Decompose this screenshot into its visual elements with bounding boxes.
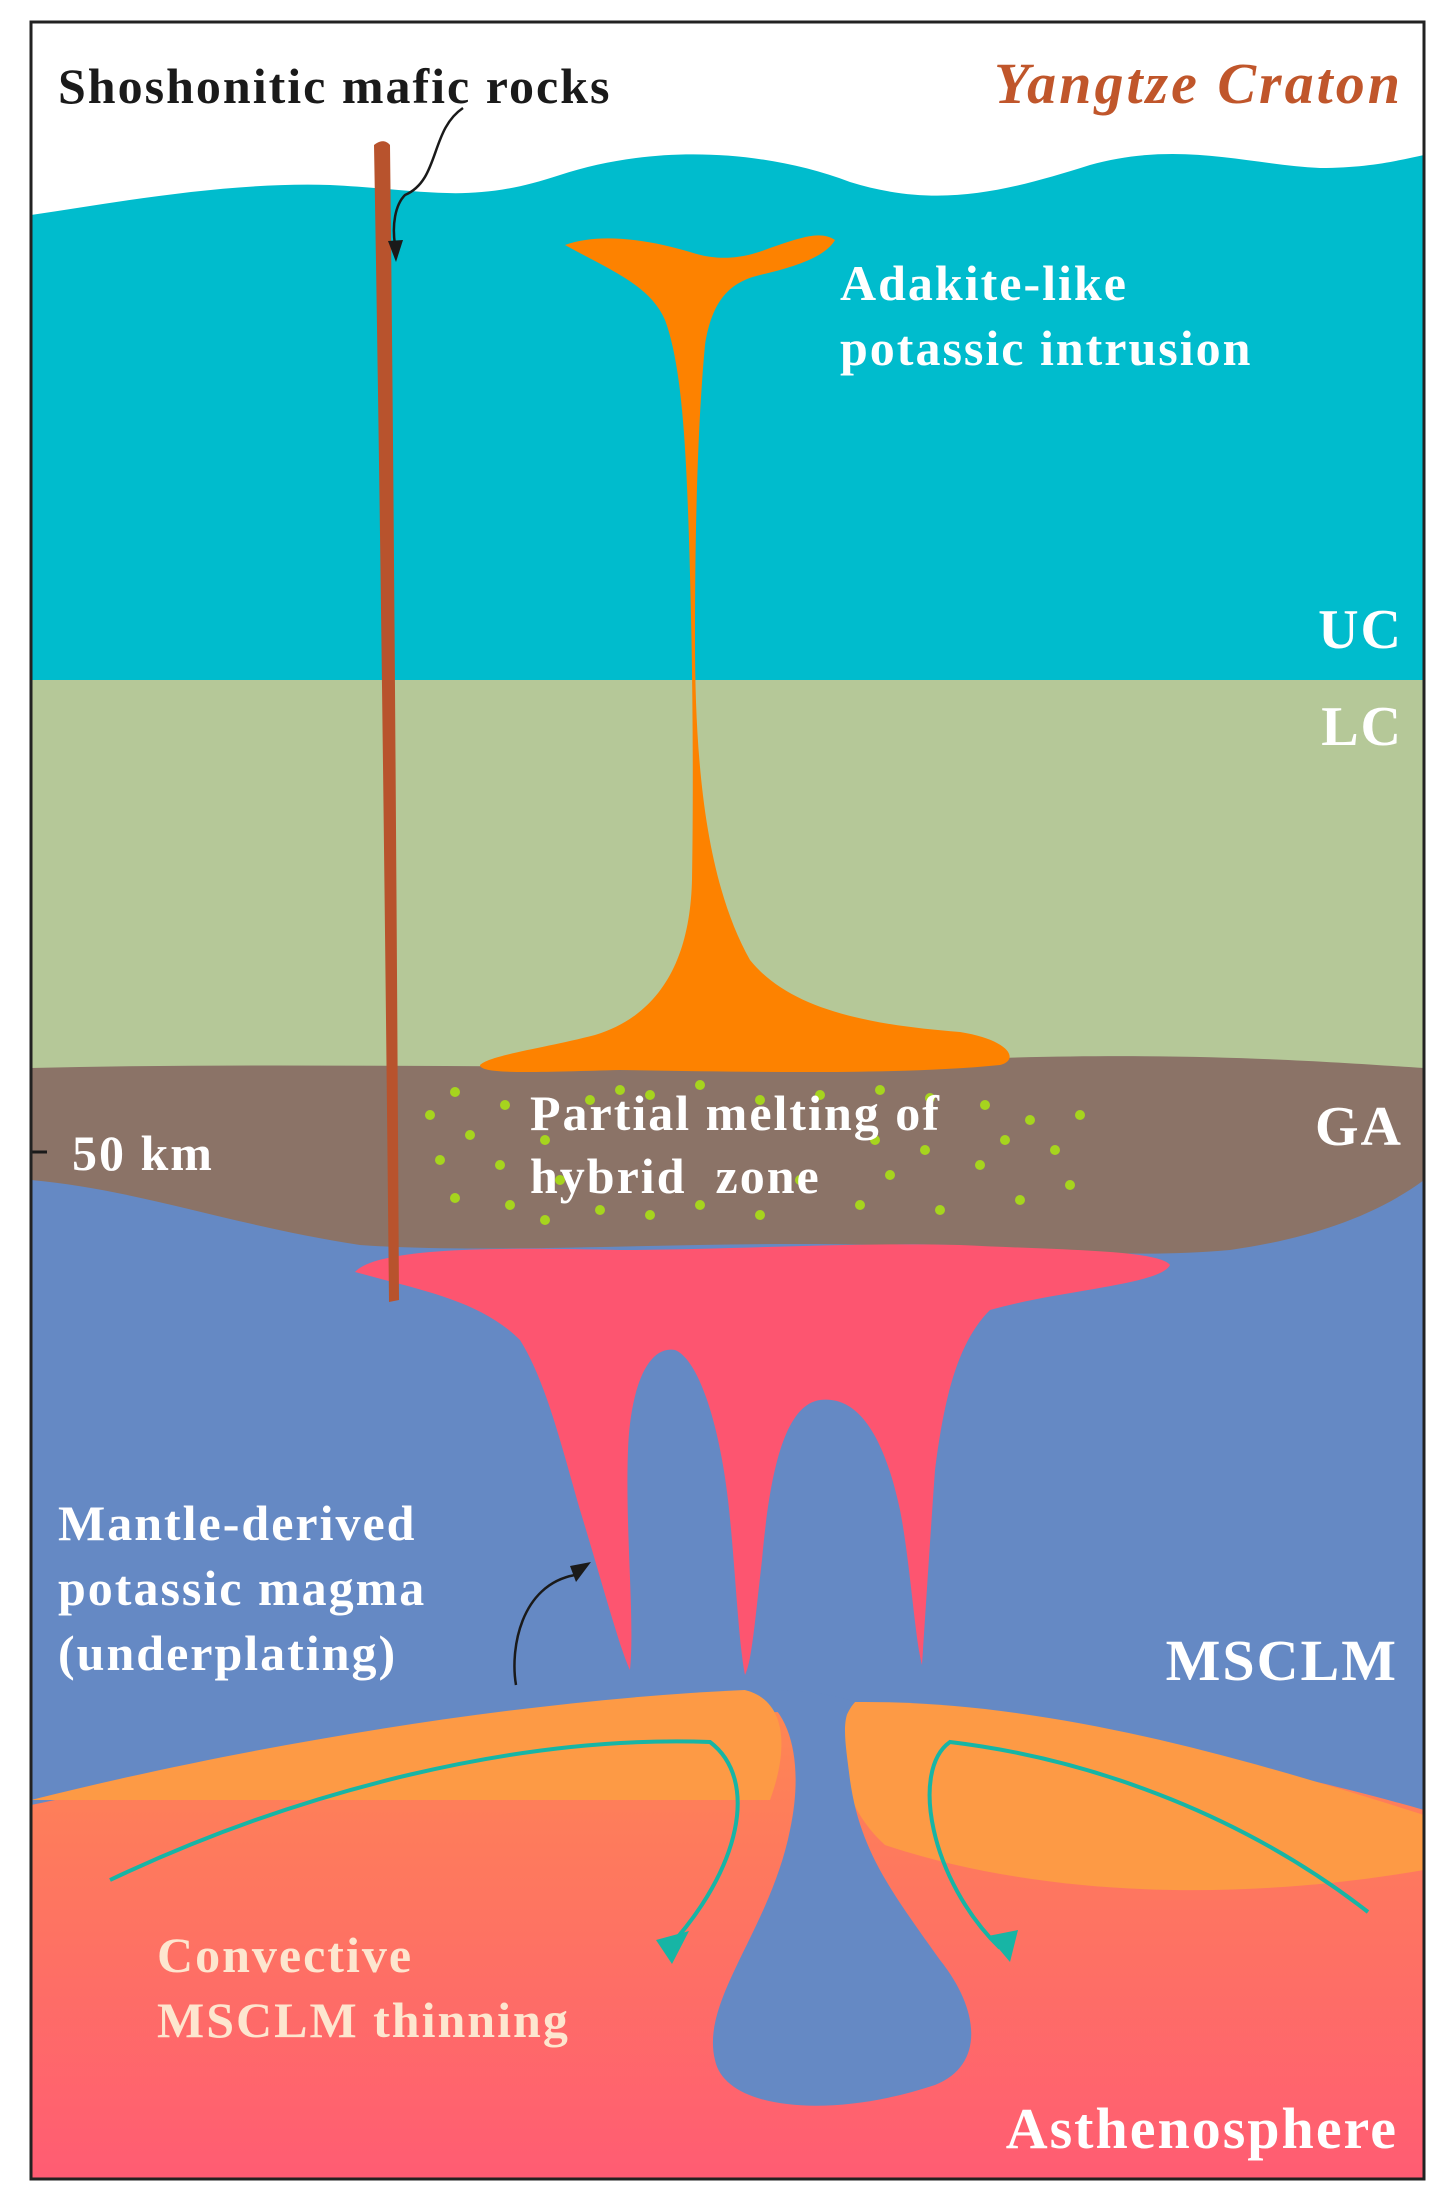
flow-arrow-left-head	[656, 1931, 689, 1964]
melt-dot	[425, 1110, 435, 1120]
melt-dot	[500, 1100, 510, 1110]
granulite-hybrid-layer	[31, 1056, 1424, 1254]
convection-band-left	[31, 1690, 782, 1800]
melt-dot	[925, 1093, 935, 1103]
convective-label-line2: MSCLM thinning	[157, 1992, 570, 2048]
adakite-label-line2: potassic intrusion	[840, 320, 1252, 376]
flow-arrow-right	[927, 1739, 1370, 1950]
convective-label-line1: Convective	[157, 1927, 413, 1983]
flow-arrow-right-head	[988, 1930, 1018, 1962]
msclm-label: MSCLM	[1166, 1628, 1398, 1693]
melt-dot	[1000, 1135, 1010, 1145]
hybrid-label-line2: hybrid zone	[530, 1148, 821, 1204]
diagram-frame	[29, 20, 1426, 2181]
mantle-drip	[712, 1690, 972, 2106]
mantle-magma-label-line3: (underplating)	[58, 1625, 397, 1681]
craton-label: Yangtze Craton	[994, 51, 1403, 116]
melt-dot	[695, 1200, 705, 1210]
melt-dot	[795, 1175, 805, 1185]
melt-dot	[645, 1210, 655, 1220]
mafic-rocks-label: Shoshonitic mafic rocks	[58, 58, 611, 114]
mafic-dyke	[374, 141, 399, 1302]
melt-dot	[585, 1095, 595, 1105]
ga-label: GA	[1315, 1096, 1403, 1158]
underplating-magma	[355, 1244, 1170, 1675]
adakite-label-line1: Adakite-like	[840, 255, 1128, 311]
asthenosphere-label: Asthenosphere	[1006, 2096, 1398, 2161]
melt-dot	[450, 1193, 460, 1203]
melt-dot	[495, 1160, 505, 1170]
melt-dot	[695, 1080, 705, 1090]
melt-dot	[975, 1160, 985, 1170]
melt-dot	[935, 1205, 945, 1215]
melt-dot	[465, 1130, 475, 1140]
melt-dot	[1075, 1110, 1085, 1120]
magma-leader-arrowhead	[570, 1562, 591, 1582]
upper-crust-layer	[31, 153, 1424, 700]
melt-dot	[980, 1100, 990, 1110]
mantle-magma-label-line1: Mantle-derived	[58, 1495, 416, 1551]
melt-dot	[435, 1155, 445, 1165]
melt-dot	[920, 1145, 930, 1155]
melt-dot	[505, 1200, 515, 1210]
melt-dot	[540, 1135, 550, 1145]
hybrid-label-line1: Partial melting of	[530, 1085, 941, 1141]
melt-dot	[855, 1200, 865, 1210]
melt-dot	[815, 1090, 825, 1100]
lc-label: LC	[1321, 696, 1403, 758]
melt-dot	[450, 1087, 460, 1097]
melt-dot	[540, 1215, 550, 1225]
magma-leader-arrow	[513, 1573, 576, 1686]
melt-dot	[1065, 1180, 1075, 1190]
melt-dot	[1015, 1195, 1025, 1205]
melt-dot	[1050, 1145, 1060, 1155]
mantle-magma-label-line2: potassic magma	[58, 1560, 426, 1616]
partial-melting-dots	[425, 1080, 1085, 1225]
melt-dot	[645, 1090, 655, 1100]
flow-arrow-left	[109, 1739, 740, 1950]
melt-dot	[875, 1085, 885, 1095]
melt-dot	[870, 1135, 880, 1145]
melt-dot	[595, 1205, 605, 1215]
depth-label: 50 km	[72, 1125, 214, 1181]
melt-dot	[615, 1085, 625, 1095]
melt-dot	[555, 1175, 565, 1185]
melt-dot	[1025, 1115, 1035, 1125]
melt-dot	[885, 1170, 895, 1180]
melt-dot	[755, 1095, 765, 1105]
uc-label: UC	[1318, 599, 1403, 661]
melt-dot	[755, 1210, 765, 1220]
mafic-leader-arrow	[392, 106, 464, 246]
mafic-leader-arrowhead	[388, 240, 403, 262]
